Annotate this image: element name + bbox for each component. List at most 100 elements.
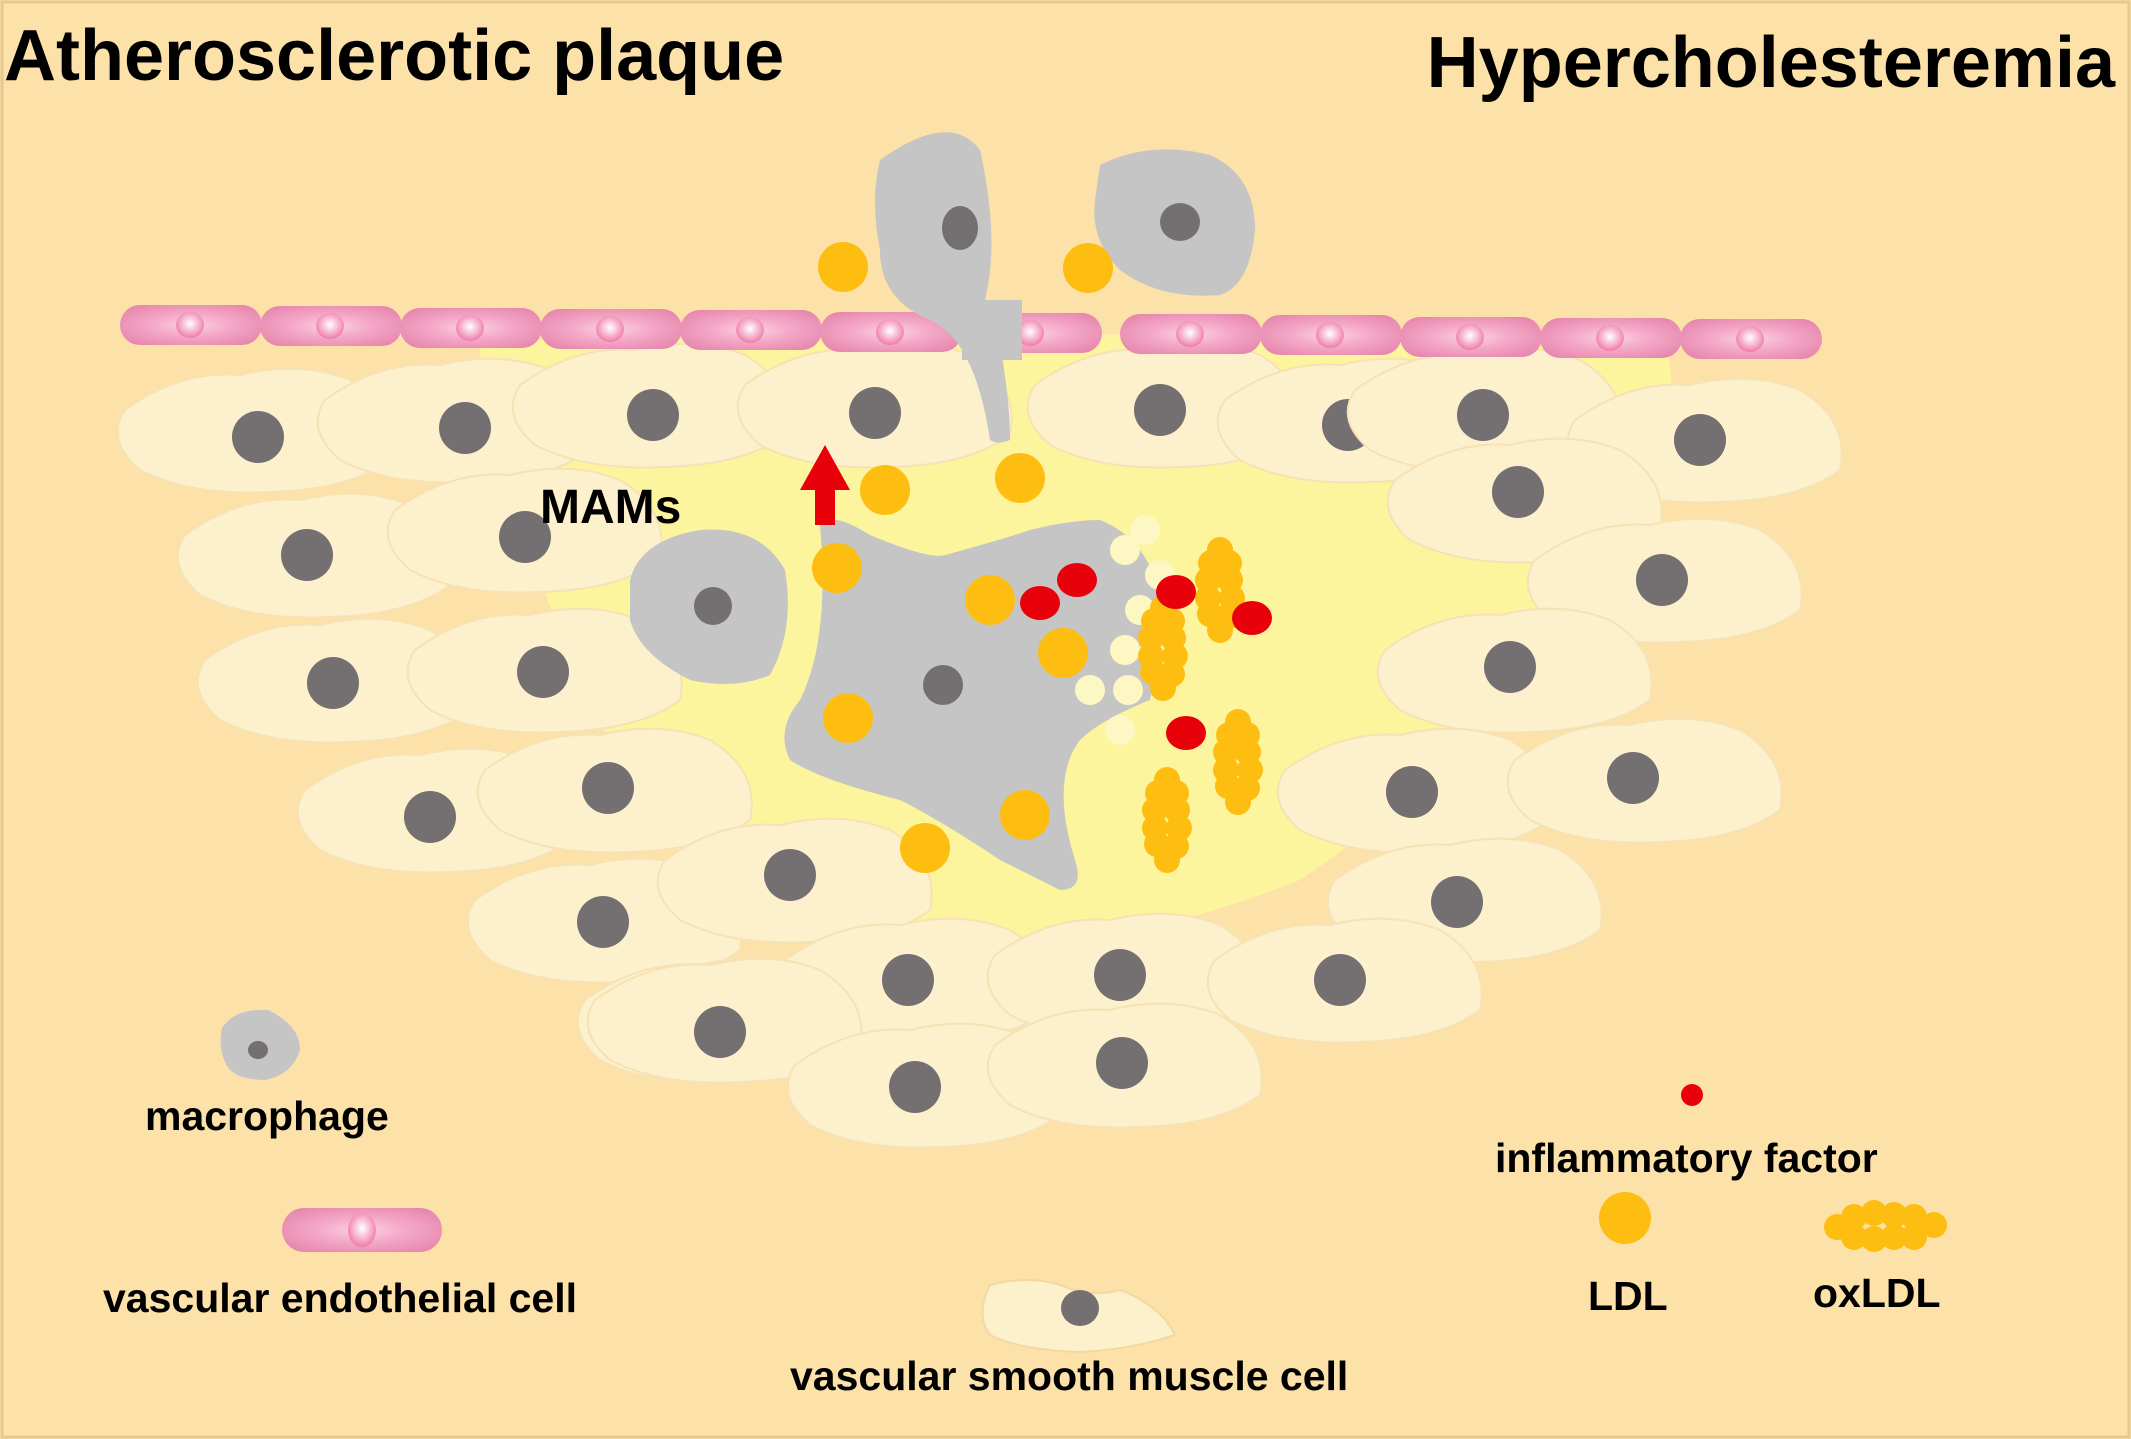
macrophage-top-right <box>1094 149 1255 296</box>
legend-inflammatory: inflammatory factor <box>1495 1084 1878 1181</box>
endothelial-cell <box>1680 319 1822 359</box>
endothelial-cell <box>260 306 402 346</box>
smooth-muscle-cell <box>736 342 1013 469</box>
nucleus <box>404 791 456 843</box>
nucleus <box>307 657 359 709</box>
nucleus <box>882 954 934 1006</box>
nucleus <box>582 762 634 814</box>
smooth-muscle-cell <box>406 607 683 734</box>
legend: macrophage vascular endothelial cell vas… <box>103 1009 1947 1399</box>
endothelial-cell <box>400 308 542 348</box>
oxldl-particle <box>1195 537 1245 643</box>
oxldl-particle <box>1138 595 1188 701</box>
up-arrow-icon <box>800 445 850 525</box>
endothelial-cell <box>1400 317 1542 357</box>
nucleus <box>1134 384 1186 436</box>
mams-label: MAMs <box>540 481 681 534</box>
oxldl-particles <box>1138 537 1263 873</box>
legend-macrophage-label: macrophage <box>145 1093 389 1139</box>
legend-ldl-label: LDL <box>1588 1273 1668 1319</box>
inflammatory-factor <box>1057 563 1097 597</box>
ldl-particle <box>812 543 862 593</box>
legend-oxldl-label: oxLDL <box>1813 1270 1941 1316</box>
smooth-muscle-cell <box>1376 607 1653 734</box>
mams-annotation: MAMs <box>540 445 850 534</box>
legend-ldl: LDL <box>1588 1192 1668 1319</box>
macrophage-layer <box>630 132 1255 890</box>
smooth-muscle-cell <box>656 817 933 944</box>
nucleus <box>849 387 901 439</box>
endothelial-cell <box>1260 315 1402 355</box>
inflammatory-factor <box>1166 716 1206 750</box>
legend-smooth-muscle-label: vascular smooth muscle cell <box>790 1353 1348 1399</box>
nucleus <box>889 1061 941 1113</box>
title-right: Hypercholesteremia <box>1427 23 2116 103</box>
nucleus <box>1484 641 1536 693</box>
nucleus <box>764 849 816 901</box>
legend-oxldl: oxLDL <box>1813 1200 1947 1316</box>
nucleus <box>577 896 629 948</box>
smooth-muscle-cell <box>386 467 663 594</box>
nucleus <box>1457 389 1509 441</box>
legend-endothelial-label: vascular endothelial cell <box>103 1275 577 1321</box>
endothelial-cell <box>680 310 822 350</box>
endothelial-cell <box>1540 318 1682 358</box>
nucleus <box>694 1006 746 1058</box>
nucleus <box>1607 752 1659 804</box>
nucleus <box>232 411 284 463</box>
oxldl-particle <box>1824 1200 1947 1252</box>
ldl-particle <box>860 465 910 515</box>
nucleus <box>281 529 333 581</box>
ldl-particle <box>823 693 873 743</box>
ldl-particles <box>812 242 1113 873</box>
macrophage-left <box>630 529 788 684</box>
smooth-muscle-cell <box>586 957 863 1084</box>
endothelial-cell <box>1120 314 1262 354</box>
nucleus <box>1431 876 1483 928</box>
nucleus <box>499 511 551 563</box>
nucleus <box>1094 949 1146 1001</box>
foam-vesicle <box>1110 635 1140 665</box>
legend-smooth-muscle: vascular smooth muscle cell <box>790 1279 1348 1399</box>
nucleus <box>1492 466 1544 518</box>
inflammatory-factor <box>1020 586 1060 620</box>
ldl-particle <box>995 453 1045 503</box>
nucleus <box>1674 414 1726 466</box>
nucleus <box>1096 1037 1148 1089</box>
macrophage-migrating <box>875 132 1010 443</box>
ldl-particle <box>1000 790 1050 840</box>
ldl-particle <box>1063 243 1113 293</box>
foam-vesicle <box>1105 715 1135 745</box>
smooth-muscle-cell <box>1506 717 1783 844</box>
foam-vesicle <box>1130 515 1160 545</box>
smooth-muscle-cell <box>1276 727 1553 854</box>
oxldl-particle <box>1142 767 1192 873</box>
legend-endothelial: vascular endothelial cell <box>103 1208 577 1321</box>
nucleus <box>517 646 569 698</box>
inflammatory-factor <box>1156 575 1196 609</box>
ldl-particle <box>818 242 868 292</box>
legend-inflammatory-label: inflammatory factor <box>1495 1135 1878 1181</box>
smooth-muscle-cell <box>511 342 788 469</box>
ldl-particle <box>965 575 1015 625</box>
endothelial-cell-layer <box>120 300 1822 360</box>
foam-vesicle <box>1113 675 1143 705</box>
foam-vesicle <box>1075 675 1105 705</box>
smooth-muscle-cell <box>986 1002 1263 1129</box>
ldl-icon <box>1599 1192 1651 1244</box>
nucleus <box>1314 954 1366 1006</box>
nucleus <box>627 389 679 441</box>
nucleus <box>439 402 491 454</box>
inflammatory-factor <box>1232 601 1272 635</box>
smooth-muscle-cell <box>176 492 453 619</box>
ldl-particle <box>900 823 950 873</box>
inflammatory-factors <box>1020 563 1272 750</box>
nucleus <box>1636 554 1688 606</box>
endothelial-cell <box>820 312 962 352</box>
smooth-muscle-cell <box>476 727 753 854</box>
ldl-particle <box>1038 628 1088 678</box>
foam-vesicle <box>1110 535 1140 565</box>
